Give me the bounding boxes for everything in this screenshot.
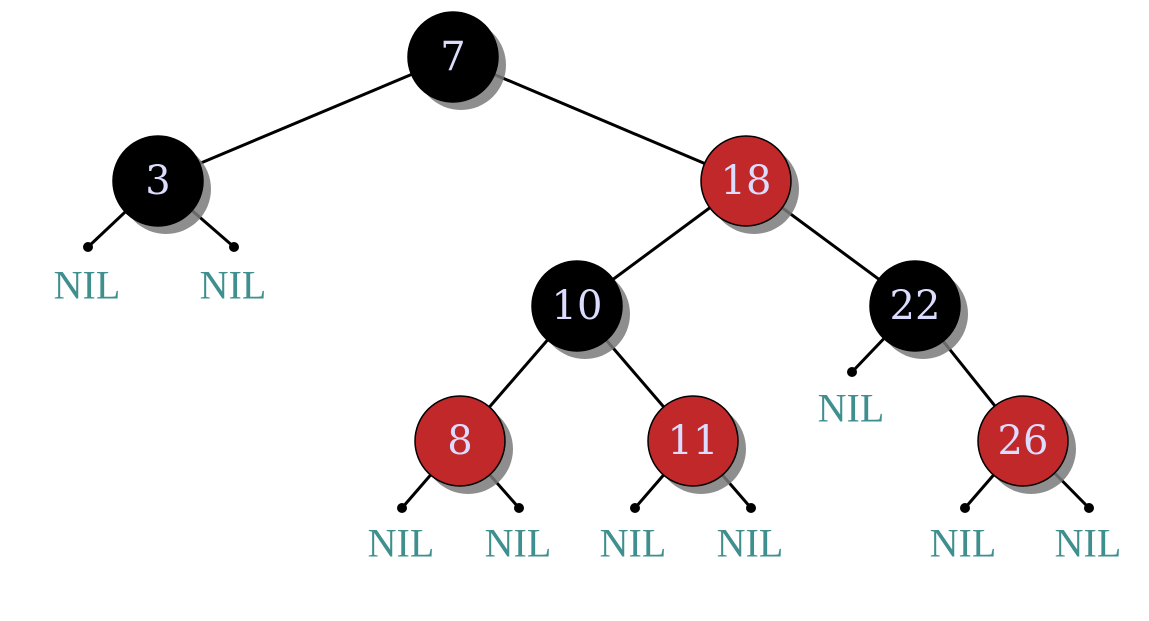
- nil-11-right-label: NIL: [717, 521, 784, 566]
- nil-26-left-dot: [960, 503, 970, 513]
- nil-3-left-dot: [83, 242, 93, 252]
- nil-3-left-label: NIL: [54, 263, 121, 308]
- node-22-circle: [869, 260, 961, 352]
- node-7-label: 7: [440, 34, 465, 80]
- node-10-label: 10: [552, 283, 603, 329]
- node-18: 18: [700, 135, 799, 234]
- node-11: 11: [647, 395, 746, 494]
- node-18-label: 18: [721, 158, 772, 204]
- node-7: 7: [407, 11, 506, 110]
- node-8-label: 8: [447, 418, 472, 464]
- node-8-circle: [414, 395, 506, 487]
- nil-11-left-dot: [630, 503, 640, 513]
- node-11-label: 11: [668, 418, 719, 464]
- nil-26-right-dot: [1084, 503, 1094, 513]
- node-8: 8: [414, 395, 513, 494]
- node-10-circle: [531, 260, 623, 352]
- nil-8-right-dot: [514, 503, 524, 513]
- nil-8-left-dot: [397, 503, 407, 513]
- node-10: 10: [531, 260, 630, 359]
- node-3-label: 3: [145, 158, 170, 204]
- nil-3-right-dot: [229, 242, 239, 252]
- edge-n7-n3: [157, 55, 454, 183]
- nil-11-right-dot: [746, 503, 756, 513]
- nodes-layer: 7 3 18 10 22 8 11 26: [112, 11, 1076, 494]
- node-7-circle: [407, 11, 499, 103]
- node-26-circle: [977, 395, 1069, 487]
- nil-22-left-dot: [847, 367, 857, 377]
- nil-26-left-label: NIL: [930, 521, 997, 566]
- nil-22-left-label: NIL: [818, 386, 885, 431]
- node-22-label: 22: [890, 283, 941, 329]
- nil-3-right-label: NIL: [200, 263, 267, 308]
- nil-8-left-label: NIL: [368, 521, 435, 566]
- nil-26-right-label: NIL: [1055, 521, 1122, 566]
- node-3: 3: [112, 135, 211, 234]
- node-18-circle: [700, 135, 792, 227]
- node-26: 26: [977, 395, 1076, 494]
- node-22: 22: [869, 260, 968, 359]
- node-3-circle: [112, 135, 204, 227]
- node-11-circle: [647, 395, 739, 487]
- nil-8-right-label: NIL: [485, 521, 552, 566]
- nil-layer: NIL NIL NIL NIL NIL NIL NIL NIL NIL: [54, 242, 1122, 566]
- nil-11-left-label: NIL: [600, 521, 667, 566]
- node-26-label: 26: [998, 418, 1049, 464]
